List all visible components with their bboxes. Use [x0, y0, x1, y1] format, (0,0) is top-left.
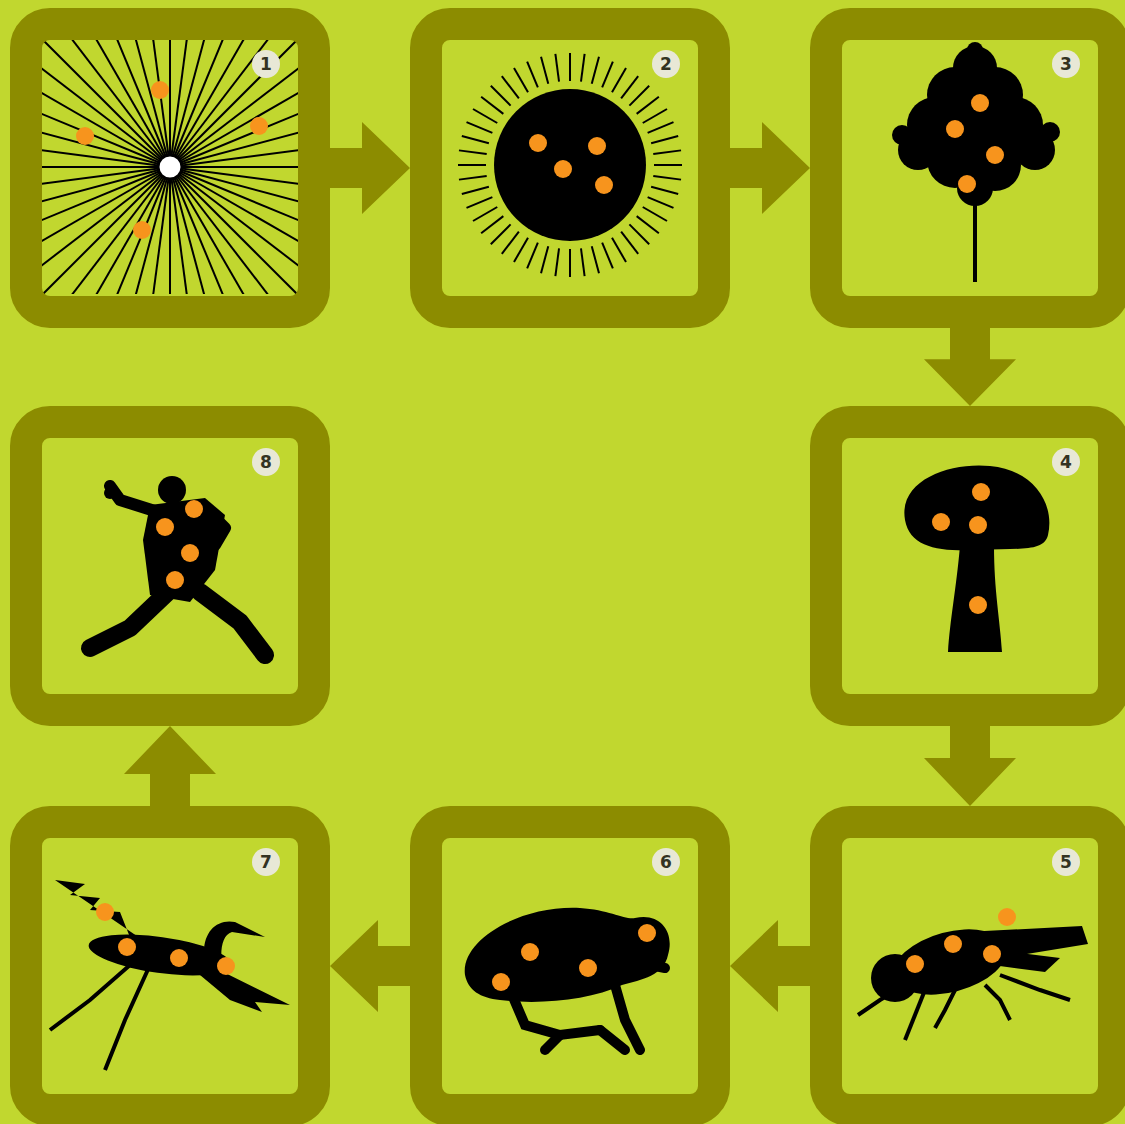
flow-arrow: [724, 122, 810, 214]
flow-arrow: [330, 920, 416, 1012]
flow-arrow: [324, 122, 410, 214]
flow-arrow: [730, 920, 816, 1012]
step-frame: 5: [810, 806, 1125, 1124]
step-frame: 7: [10, 806, 330, 1124]
fly: [858, 908, 1088, 1040]
step-number: 8: [252, 448, 280, 476]
step-frame: 3: [810, 8, 1125, 328]
mushroom: [904, 465, 1049, 652]
flow-arrow: [124, 726, 216, 812]
flow-arrow: [924, 720, 1016, 806]
heron: [50, 880, 290, 1070]
step-number: 4: [1052, 448, 1080, 476]
step-frame: 2: [410, 8, 730, 328]
sunburst-center: [158, 155, 182, 179]
step-number: 6: [652, 848, 680, 876]
step-number: 7: [252, 848, 280, 876]
flow-arrow: [924, 322, 1016, 406]
pitcher: [90, 476, 265, 655]
frog: [465, 908, 670, 1050]
step-frame: 8: [10, 406, 330, 726]
dots: [529, 134, 613, 194]
step-number: 5: [1052, 848, 1080, 876]
tree: [892, 42, 1060, 282]
step-frame: 1: [10, 8, 330, 328]
step-number: 2: [652, 50, 680, 78]
step-frame: 4: [810, 406, 1125, 726]
step-number: 3: [1052, 50, 1080, 78]
sunburst: [42, 40, 298, 294]
sun-rays: [458, 53, 682, 277]
dots: [76, 81, 268, 239]
step-number: 1: [252, 50, 280, 78]
sun: [494, 89, 646, 241]
step-frame: 6: [410, 806, 730, 1124]
